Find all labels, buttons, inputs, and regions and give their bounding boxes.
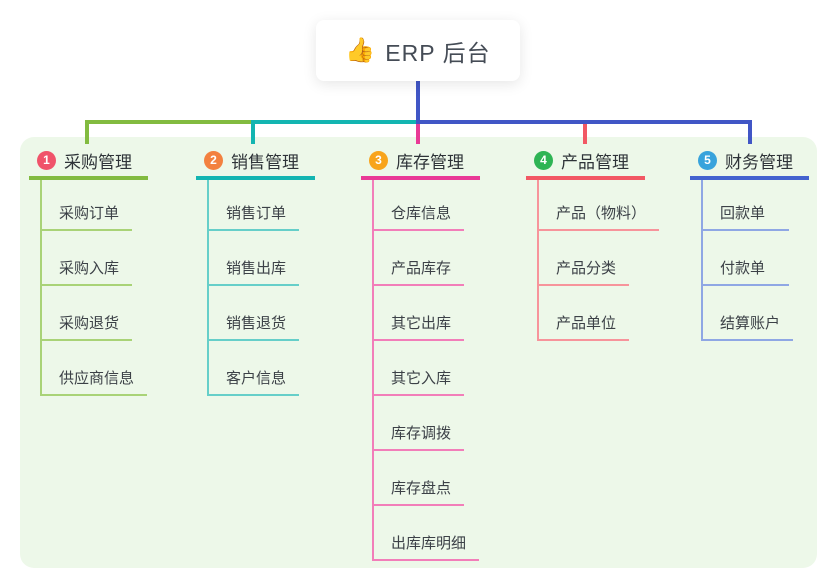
child-label: 供应商信息 [59, 370, 135, 387]
branch-label: 销售管理 [231, 152, 299, 172]
branch-children: 采购订单 采购入库 采购退货 供应商信息 [40, 180, 148, 396]
child-node[interactable]: 结算账户 [703, 286, 794, 341]
child-node[interactable]: 其它入库 [374, 341, 465, 396]
child-label: 客户信息 [226, 370, 287, 387]
child-node[interactable]: 供应商信息 [42, 341, 148, 396]
child-label: 库存调拨 [391, 425, 452, 442]
child-label: 销售订单 [226, 205, 287, 222]
child-node[interactable]: 其它出库 [374, 286, 465, 341]
branch-children: 回款单 付款单 结算账户 [701, 180, 794, 341]
child-label: 结算账户 [720, 315, 781, 332]
child-label: 产品库存 [391, 260, 452, 277]
branch-title-purchase[interactable]: 1 采购管理 [29, 147, 148, 180]
branch-sales: 2 销售管理 销售订单 销售出库 销售退货 客户信息 [196, 147, 315, 396]
branch-children: 销售订单 销售出库 销售退货 客户信息 [207, 180, 300, 396]
child-node[interactable]: 销售订单 [209, 180, 300, 231]
child-node[interactable]: 回款单 [703, 180, 789, 231]
child-label: 采购入库 [59, 260, 120, 277]
child-node[interactable]: 产品库存 [374, 231, 465, 286]
branch-number-badge: 4 [534, 150, 553, 170]
child-label: 销售出库 [226, 260, 287, 277]
branch-title-inventory[interactable]: 3 库存管理 [361, 147, 480, 180]
child-node[interactable]: 出库库明细 [374, 506, 480, 561]
child-label: 产品单位 [556, 315, 617, 332]
branch-number-badge: 3 [369, 150, 388, 170]
child-label: 其它入库 [391, 370, 452, 387]
child-label: 回款单 [720, 205, 766, 222]
branch-title-product[interactable]: 4 产品管理 [526, 147, 645, 180]
child-node[interactable]: 销售退货 [209, 286, 300, 341]
child-label: 付款单 [720, 260, 766, 277]
thumbs-up-icon: 👍 [345, 36, 376, 64]
child-node[interactable]: 客户信息 [209, 341, 300, 396]
child-node[interactable]: 采购退货 [42, 286, 133, 341]
branch-children: 仓库信息 产品库存 其它出库 其它入库 库存调拨 库存盘点 出库库明细 [372, 180, 480, 561]
child-label: 其它出库 [391, 315, 452, 332]
child-node[interactable]: 产品单位 [539, 286, 630, 341]
branch-label: 产品管理 [561, 152, 629, 172]
child-node[interactable]: 销售出库 [209, 231, 300, 286]
child-label: 采购退货 [59, 315, 120, 332]
branch-number-badge: 1 [37, 150, 56, 170]
child-node[interactable]: 仓库信息 [374, 180, 465, 231]
branch-title-sales[interactable]: 2 销售管理 [196, 147, 315, 180]
branch-label: 库存管理 [396, 152, 464, 172]
branch-product: 4 产品管理 产品（物料） 产品分类 产品单位 [526, 147, 660, 341]
child-node[interactable]: 库存调拨 [374, 396, 465, 451]
child-label: 出库库明细 [391, 535, 467, 552]
child-label: 销售退货 [226, 315, 287, 332]
child-node[interactable]: 产品（物料） [539, 180, 660, 231]
child-node[interactable]: 付款单 [703, 231, 789, 286]
child-node[interactable]: 库存盘点 [374, 451, 465, 506]
child-label: 产品（物料） [556, 205, 647, 222]
child-node[interactable]: 采购订单 [42, 180, 133, 231]
child-label: 产品分类 [556, 260, 617, 277]
branch-label: 采购管理 [64, 152, 132, 172]
root-node-erp[interactable]: 👍 ERP 后台 [316, 20, 520, 81]
branch-title-finance[interactable]: 5 财务管理 [690, 147, 809, 180]
child-node[interactable]: 采购入库 [42, 231, 133, 286]
mindmap-background-panel [20, 137, 817, 568]
branch-inventory: 3 库存管理 仓库信息 产品库存 其它出库 其它入库 库存调拨 库存盘点 出库库… [361, 147, 480, 561]
root-label: ERP 后台 [385, 39, 491, 66]
branch-purchase: 1 采购管理 采购订单 采购入库 采购退货 供应商信息 [29, 147, 148, 396]
branch-number-badge: 5 [698, 150, 717, 170]
child-label: 库存盘点 [391, 480, 452, 497]
child-node[interactable]: 产品分类 [539, 231, 630, 286]
branch-children: 产品（物料） 产品分类 产品单位 [537, 180, 660, 341]
branch-finance: 5 财务管理 回款单 付款单 结算账户 [690, 147, 809, 341]
branch-label: 财务管理 [725, 152, 793, 172]
branch-number-badge: 2 [204, 150, 223, 170]
child-label: 仓库信息 [391, 205, 452, 222]
child-label: 采购订单 [59, 205, 120, 222]
